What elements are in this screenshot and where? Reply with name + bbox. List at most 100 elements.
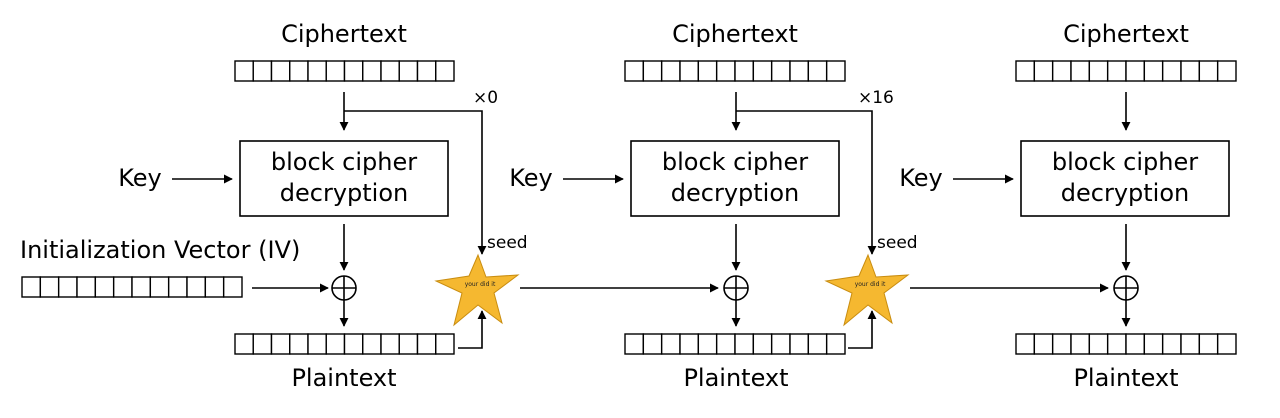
xor-icon — [1113, 275, 1139, 301]
block-cell — [1070, 333, 1091, 355]
ciphertext-label: Ciphertext — [672, 20, 798, 48]
block-cell — [660, 60, 681, 82]
cipher-label-line2: decryption — [280, 179, 408, 207]
key-label: Key — [509, 164, 553, 192]
plaintext-label: Plaintext — [1073, 364, 1178, 392]
block-cell — [1015, 333, 1036, 355]
block-cell — [1088, 333, 1109, 355]
star-icon: your did it — [435, 254, 519, 326]
multiplier-label: ×0 — [473, 88, 498, 108]
plaintext-label: Plaintext — [683, 364, 788, 392]
seed-label: seed — [487, 233, 528, 253]
block-cell — [1180, 333, 1201, 355]
block-cell — [1051, 333, 1072, 355]
block-cell — [435, 60, 455, 82]
block-cell — [825, 60, 846, 82]
block-cell — [1033, 333, 1054, 355]
block-cell — [1198, 60, 1219, 82]
block-cipher-decryption-box — [239, 140, 449, 217]
ciphertext-feed-line — [344, 110, 487, 255]
stage-2: Ciphertext block cipher decryption Key P… — [509, 20, 846, 392]
block-cell — [1161, 333, 1182, 355]
block-cell — [734, 333, 755, 355]
block-cipher-decryption-box — [630, 140, 840, 217]
cipher-label-line1: block cipher — [271, 148, 417, 176]
block-cell — [1216, 333, 1237, 355]
block-cell — [679, 60, 700, 82]
block-cell — [715, 333, 736, 355]
ciphertext-block — [234, 60, 455, 82]
block-cell — [789, 333, 810, 355]
block-cell — [76, 276, 97, 298]
block-cell — [270, 333, 291, 355]
block-cell — [807, 60, 828, 82]
stage-1: Ciphertext block cipher decryption Key P… — [118, 20, 455, 392]
block-cell — [752, 333, 773, 355]
block-cell — [1125, 333, 1146, 355]
ciphertext-feed-line — [736, 110, 877, 255]
block-cell — [752, 60, 773, 82]
block-cell — [222, 276, 243, 298]
block-cell — [325, 333, 346, 355]
block-cell — [1161, 60, 1182, 82]
plaintext-label: Plaintext — [291, 364, 396, 392]
block-cell — [1070, 60, 1091, 82]
block-cell — [167, 276, 188, 298]
block-cell — [343, 60, 364, 82]
block-cell — [734, 60, 755, 82]
block-cell — [679, 333, 700, 355]
star-text: your did it — [855, 281, 886, 288]
block-cell — [770, 333, 791, 355]
ciphertext-block — [1015, 60, 1237, 82]
block-cell — [697, 333, 718, 355]
block-cell — [270, 60, 291, 82]
block-cell — [362, 333, 382, 355]
plaintext-block — [1015, 333, 1237, 355]
block-cell — [307, 333, 327, 355]
block-cell — [1198, 333, 1219, 355]
block-cell — [57, 276, 78, 298]
seed-label: seed — [877, 233, 918, 253]
block-cell — [112, 276, 133, 298]
ciphertext-label: Ciphertext — [1063, 20, 1189, 48]
block-cell — [697, 60, 718, 82]
chain-link-2: ×16 seed your did it — [736, 88, 1109, 349]
block-cipher-decryption-box — [1020, 140, 1230, 217]
block-cell — [1015, 60, 1036, 82]
block-cell — [325, 60, 346, 82]
cipher-label-line2: decryption — [1061, 179, 1189, 207]
block-cell — [398, 333, 419, 355]
stage-3: Ciphertext block cipher decryption Key P… — [899, 20, 1237, 392]
ciphertext-block — [624, 60, 846, 82]
block-cell — [39, 276, 60, 298]
star-icon: your did it — [825, 254, 909, 326]
plaintext-block — [234, 333, 455, 355]
block-cell — [380, 333, 400, 355]
block-cell — [1180, 60, 1201, 82]
block-cell — [21, 276, 42, 298]
iv-label: Initialization Vector (IV) — [20, 236, 300, 264]
plaintext-feed-line — [458, 310, 487, 349]
block-cell — [1088, 60, 1109, 82]
chain-link-1: ×0 seed your did it — [344, 88, 719, 349]
block-cell — [642, 60, 663, 82]
block-cell — [94, 276, 115, 298]
block-cell — [1143, 60, 1164, 82]
block-cell — [186, 276, 207, 298]
block-cell — [307, 60, 327, 82]
block-cell — [624, 60, 645, 82]
block-cell — [398, 60, 419, 82]
xor-icon — [723, 275, 749, 301]
block-cell — [204, 276, 225, 298]
cipher-label-line2: decryption — [671, 179, 799, 207]
multiplier-label: ×16 — [858, 88, 894, 108]
block-cell — [234, 60, 254, 82]
iv-block — [21, 276, 243, 298]
block-cell — [642, 333, 663, 355]
block-cell — [1125, 60, 1146, 82]
cipher-label-line1: block cipher — [1052, 148, 1198, 176]
block-cell — [289, 333, 309, 355]
block-cell — [131, 276, 152, 298]
block-cell — [380, 60, 400, 82]
